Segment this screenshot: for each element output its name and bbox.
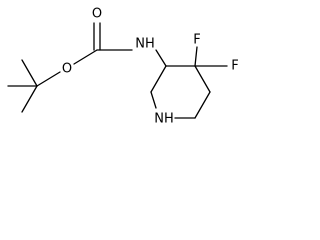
chemical-structure: O O NH F F NH [7, 7, 239, 127]
ring-nitrogen-label: NH [154, 112, 174, 127]
piperidine-ring [150, 46, 228, 119]
tert-butyl-group [7, 59, 61, 113]
ring-bond-c4-c5 [194, 65, 211, 93]
carbamate-nitrogen-label: NH [135, 37, 155, 52]
bond-nitrogen-to-ring [155, 49, 167, 67]
bond-c4-fluorine-upper [194, 46, 198, 67]
ring-bond-c5-c6 [194, 91, 211, 119]
ring-bond-c2-c3 [150, 65, 167, 93]
carbamate-group [73, 22, 167, 67]
bond-methyl-lower [21, 85, 38, 113]
fluorine-upper-label: F [193, 33, 200, 48]
bond-methyl-upper [21, 59, 38, 87]
carbonyl-oxygen-label: O [92, 7, 102, 22]
fluorine-right-label: F [231, 59, 238, 74]
ester-oxygen-label: O [62, 62, 72, 77]
ring-bond-n1-c2 [150, 91, 157, 109]
bond-quaternary-carbon-to-oxygen [36, 71, 61, 87]
bond-ester-oxygen-to-carbonyl [73, 49, 98, 65]
